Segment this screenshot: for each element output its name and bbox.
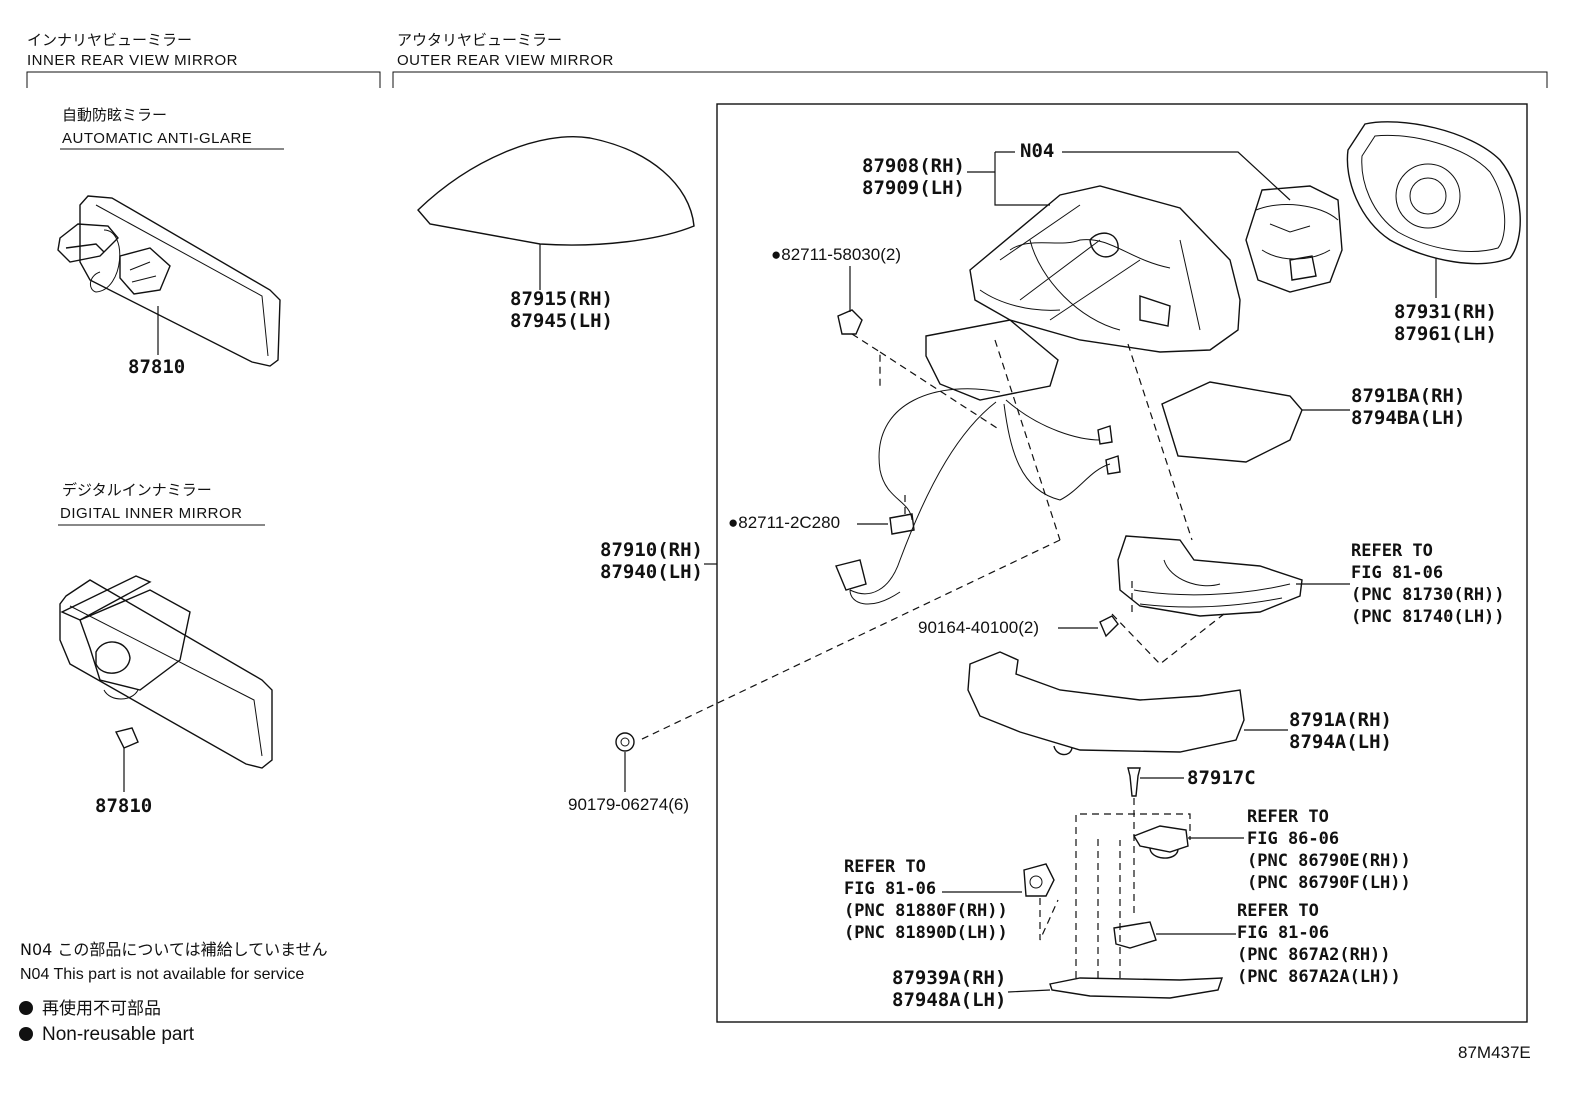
garnish-8791ba-part-no-rh: 8791BA(RH): [1351, 385, 1465, 407]
inner-section-bracket: [26, 71, 381, 88]
mirror-cover-part-no-lh: 87945(LH): [510, 310, 613, 332]
side-lamp-fig: FIG 81-06: [844, 879, 936, 899]
bracket-refer-to: REFER TO: [1237, 901, 1319, 921]
inner-section-title-en: INNER REAR VIEW MIRROR: [27, 52, 238, 69]
clip-58030-label: ●82711-58030(2): [771, 245, 901, 264]
clip-58030-drawing: [837, 309, 863, 335]
digital-inner-mirror-group: デジタルインナミラー DIGITAL INNER MIRROR 87810: [58, 481, 273, 817]
bottom-garnish-part-no-lh: 87948A(LH): [892, 989, 1006, 1011]
digital-mirror-title-jp: デジタルインナミラー: [62, 481, 212, 499]
mirror-glass-part-no-rh: 87931(RH): [1394, 301, 1497, 323]
lower-cover-part-no-rh: 8791A(RH): [1289, 709, 1392, 731]
outer-section-title-jp: アウタリヤビューミラー: [397, 31, 562, 49]
screw-87917c-drawing: [1127, 767, 1141, 797]
side-camera-drawing: [1132, 825, 1189, 859]
n04-label: N04: [1020, 140, 1054, 162]
lower-cover-part-no-lh: 8794A(LH): [1289, 731, 1392, 753]
mirror-glass-part-no-lh: 87961(LH): [1394, 323, 1497, 345]
camera-refer-to: REFER TO: [1247, 807, 1329, 827]
bracket-fig: FIG 81-06: [1237, 923, 1329, 943]
turn-signal-pnc-rh: (PNC 81730(RH)): [1351, 585, 1505, 605]
auto-anti-glare-title-en: AUTOMATIC ANTI-GLARE: [62, 130, 252, 147]
bracket-pnc-lh: (PNC 867A2A(LH)): [1237, 967, 1401, 987]
camera-pnc-lh: (PNC 86790F(LH)): [1247, 873, 1411, 893]
auto-anti-glare-group: 自動防眩ミラー AUTOMATIC ANTI-GLARE 87810: [57, 106, 284, 378]
lower-cover-drawing: [967, 651, 1245, 756]
camera-fig: FIG 86-06: [1247, 829, 1339, 849]
auto-anti-glare-mirror-drawing: [57, 195, 281, 367]
garnish-8791ba-part-no-lh: 8794BA(LH): [1351, 407, 1465, 429]
notes-block: N04 この部品については補給していません N04 This part is n…: [20, 940, 328, 983]
mirror-cover-group: 87915(RH) 87945(LH): [417, 136, 695, 332]
wire-harness-drawing: [835, 319, 1121, 605]
turn-signal-fig: FIG 81-06: [1351, 563, 1443, 583]
wire-harness-part-no-lh: 87940(LH): [600, 561, 703, 583]
nut-90179-label: 90179-06274(6): [568, 795, 689, 814]
bottom-garnish-drawing: [1049, 977, 1223, 999]
screw-90164-drawing: [1099, 615, 1119, 638]
mirror-body-part-no-rh: 87908(RH): [862, 155, 965, 177]
bottom-garnish-part-no-rh: 87939A(RH): [892, 967, 1006, 989]
nut-90179-drawing: [615, 732, 635, 752]
turn-signal-refer-to: REFER TO: [1351, 541, 1433, 561]
non-reusable-bullet-icon: [19, 1027, 33, 1041]
outer-assembly-frame: [716, 103, 1528, 1023]
clip-2c280-label: ●82711-2C280: [728, 513, 840, 532]
mirror-cover-drawing: [417, 136, 695, 246]
clip-2c280-drawing: [889, 513, 915, 535]
mirror-cover-part-no-rh: 87915(RH): [510, 288, 613, 310]
n04-note-en: N04 This part is not available for servi…: [20, 966, 304, 983]
legend-block: 再使用不可部品 Non-reusable part: [19, 998, 195, 1045]
auto-anti-glare-title-jp: 自動防眩ミラー: [62, 106, 167, 124]
inner-section-header: インナリヤビューミラー INNER REAR VIEW MIRROR: [26, 31, 381, 88]
mirror-body-part-no-lh: 87909(LH): [862, 177, 965, 199]
screw-90164-label: 90164-40100(2): [918, 618, 1039, 637]
digital-mirror-part-no: 87810: [95, 795, 152, 817]
side-lamp-refer-to: REFER TO: [844, 857, 926, 877]
legend-en: Non-reusable part: [42, 1024, 195, 1045]
mirror-body-bracket: [994, 152, 1050, 206]
auto-anti-glare-part-no: 87810: [128, 356, 185, 378]
n04-leader: [1062, 151, 1291, 201]
mirror-body-group: [969, 185, 1241, 353]
inner-section-title-jp: インナリヤビューミラー: [27, 31, 192, 49]
side-lamp-pnc-rh: (PNC 81880F(RH)): [844, 901, 1008, 921]
outer-section-title-en: OUTER REAR VIEW MIRROR: [397, 52, 614, 69]
bracket-pnc-rh: (PNC 867A2(RH)): [1237, 945, 1391, 965]
bracket-867a2-drawing: [1113, 921, 1157, 949]
mirror-glass-drawing: [1346, 121, 1521, 265]
nut-assembly-dashed-line: [639, 539, 1061, 741]
digital-mirror-drawing: [59, 575, 273, 769]
side-lamp-drawing: [1023, 863, 1055, 897]
garnish-8791ba-drawing: [1161, 381, 1303, 463]
legend-jp: 再使用不可部品: [42, 998, 161, 1019]
digital-mirror-title-en: DIGITAL INNER MIRROR: [60, 505, 243, 522]
side-lamp-pnc-lh: (PNC 81890D(LH)): [844, 923, 1008, 943]
outer-section-bracket: [392, 71, 1548, 88]
wire-harness-part-no-rh: 87910(RH): [600, 539, 703, 561]
turn-signal-lamp-drawing: [1117, 535, 1303, 617]
outer-section-header: アウタリヤビューミラー OUTER REAR VIEW MIRROR: [392, 31, 1548, 88]
n04-note-jp: N04 この部品については補給していません: [20, 940, 328, 959]
camera-pnc-rh: (PNC 86790E(RH)): [1247, 851, 1411, 871]
turn-signal-pnc-lh: (PNC 81740(LH)): [1351, 607, 1505, 627]
mirror-actuator-drawing: [1245, 185, 1343, 293]
figure-code: 87M437E: [1458, 1043, 1531, 1062]
screw-87917c-part-no: 87917C: [1187, 767, 1256, 789]
non-reusable-bullet-icon: [19, 1001, 33, 1015]
